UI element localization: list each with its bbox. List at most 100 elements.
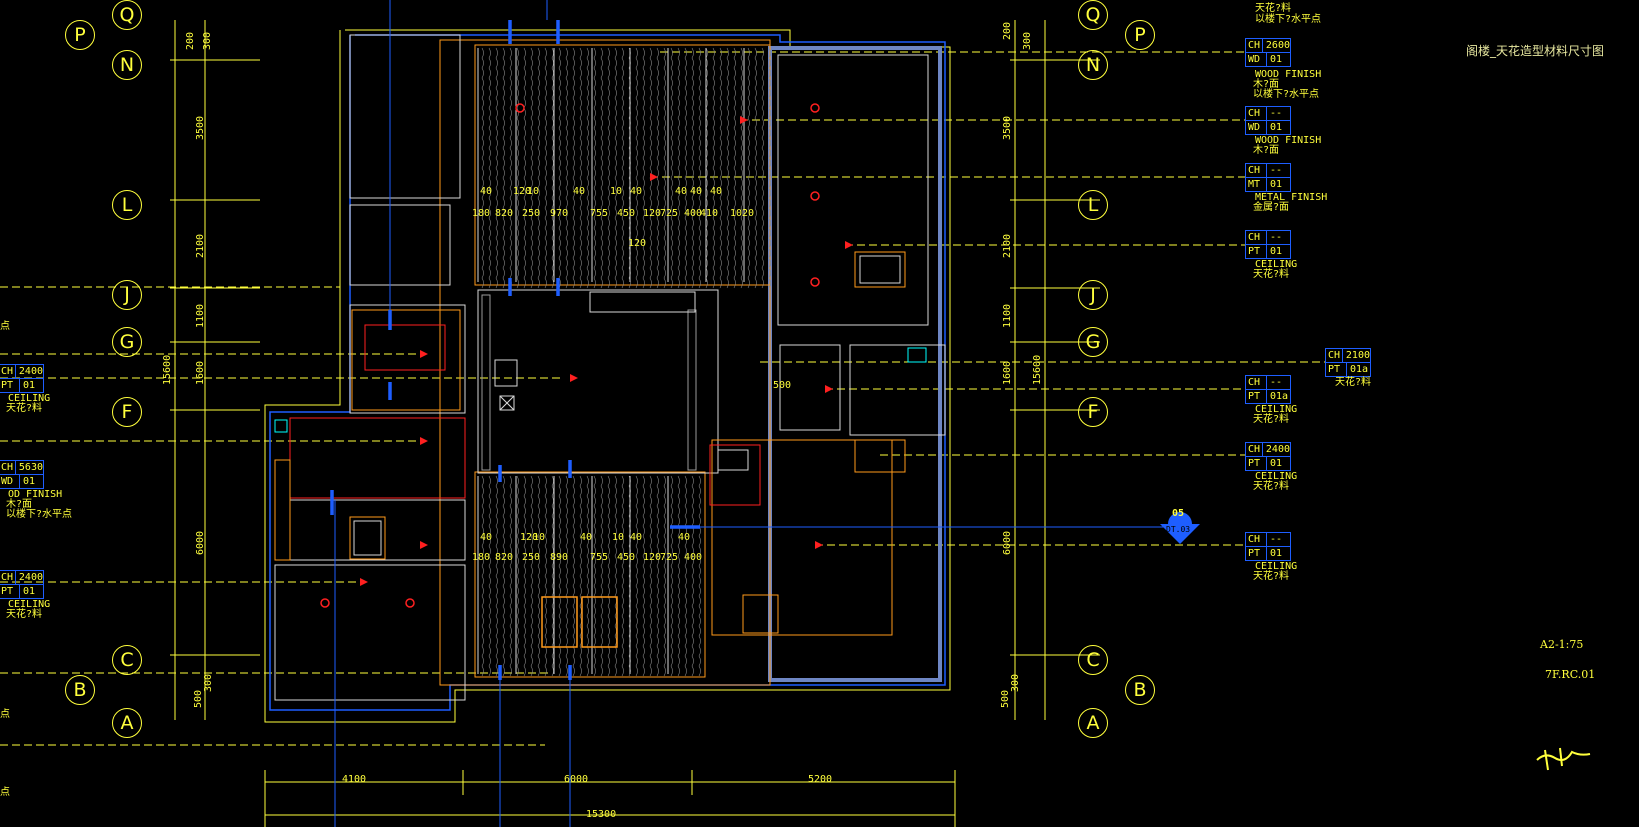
row-top-a-4: 10 [610,186,623,197]
section-markers [330,20,700,680]
grid-bubble-left-l: L [112,190,142,220]
vdim-200-left: 200 [185,31,196,50]
blue-guide-lines [334,0,1170,827]
grid-bubble-left-a: A [112,708,142,738]
tag-right-r7-below2: 天花?料 [1253,481,1290,492]
tag-left-l2-ch-key: CH [0,461,16,474]
row-top-a-8: 40 [710,186,723,197]
row-bot-b-7: 725 [660,552,679,563]
vdim-3500-right: 3500 [1002,115,1013,140]
grid-bubble-left-g: G [112,327,142,357]
tag-left-l3-below2: 天花?料 [6,609,43,620]
tag-left-l1-num: 01 [23,380,36,391]
grid-bubble-left-j: J [112,280,142,310]
tag-right-r3-below2: 金属?面 [1253,202,1290,213]
sheet-scale: A2-1:75 [1540,638,1584,651]
tag-right-r3-num: 01 [1270,179,1283,190]
row-bot-b-8: 400 [684,552,703,563]
tag-right-r1-top3: 以楼下?水平点 [1255,14,1322,25]
wood-grain-bottom [477,475,701,677]
grid-bubble-right-q: Q [1078,0,1108,30]
tag-right-r8-ch-value: -- [1270,534,1283,545]
tag-right-r8-below2: 天花?料 [1253,571,1290,582]
signature-mark-icon [1536,747,1591,771]
grid-bubble-right-g: G [1078,327,1108,357]
section-number: 05 [1172,508,1185,519]
left-rooms [274,34,466,701]
tag-right-r1-below: WOOD FINISH [1255,69,1322,80]
dimension-lines [170,20,1100,827]
tag-right-r1-code: WD [1246,53,1267,66]
row-top-b-0: 180 [472,208,491,219]
vdim-2100-left: 2100 [195,233,206,258]
drawing-number: 7F.RC.01 [1545,668,1596,681]
wood-grain-top [477,47,771,289]
tag-right-r2-below2: 木?面 [1253,145,1280,156]
leader-arrows [360,116,853,586]
tag-right-r2-row-ch: CH-- [1246,107,1290,121]
row-top-b-1: 820 [495,208,514,219]
vdim-200-right: 200 [1002,21,1013,40]
tag-right-r1-ch-key: CH [1246,39,1263,52]
tag-right-r5-below: 天花?料 [1335,377,1372,388]
tag-right-r1-top: CEILING [1255,0,1297,3]
grid-bubble-right-c: C [1078,645,1108,675]
section-callout [1160,512,1200,544]
row-top-b-6: 120 [643,208,662,219]
vdim-500-left: 500 [193,689,204,708]
hdim-6000: 6000 [564,774,589,785]
tag-right-r7-code: PT [1246,457,1267,470]
vdim-6000-right: 6000 [1002,530,1013,555]
outer-walls [264,29,951,723]
row-bot-a-2: 10 [533,532,546,543]
tag-right-r2-num: 01 [1270,122,1283,133]
tag-right-r8-num: 01 [1270,548,1283,559]
row-top-b-7: 725 [660,208,679,219]
tag-right-r1-ch-value: 2600 [1265,40,1290,51]
vdim-1600-right: 1600 [1002,360,1013,385]
mid-dim-120: 120 [628,238,647,249]
vdim-300-left: 300 [202,31,213,50]
grid-bubble-left-q: Q [112,0,142,30]
tag-right-r8-code: PT [1246,547,1267,560]
tag-right-r6-num: 01a [1270,391,1289,402]
grid-bubble-right-f: F [1078,397,1108,427]
tag-left-l3-num: 01 [23,586,36,597]
vdim-1600-left: 1600 [195,360,206,385]
tag-left-l2-num: 01 [23,476,36,487]
vdim-1100-left: 1100 [195,303,206,328]
grid-bubble-right-l: L [1078,190,1108,220]
tag-right-r2-ch-value: -- [1270,108,1283,119]
grid-bubble-left-p: P [65,20,95,50]
tag-left-l3-ch-value: 2400 [18,572,43,583]
row-bot-b-5: 450 [617,552,636,563]
grid-bubble-left-b: B [65,675,95,705]
tag-right-r5-num: 01a [1350,364,1369,375]
vdim-total-right: 15600 [1032,354,1043,385]
grid-bubble-right-p: P [1125,20,1155,50]
tag-right-r1-top2: 天花?料 [1255,3,1292,14]
vdim-500-right: 500 [1000,689,1011,708]
tag-right-r5-ch-value: 2100 [1345,350,1370,361]
tag-left-l1-ch-value: 2400 [18,366,43,377]
row-top-a-7: 40 [690,186,703,197]
tag-right-r7-ch-key: CH [1246,443,1263,456]
grid-bubble-right-j: J [1078,280,1108,310]
tag-right-r8-ch-key: CH [1246,533,1267,546]
row-top-b-5: 450 [617,208,636,219]
tag-left-l0-above: 点 [0,321,10,332]
tag-right-r2-below: WOOD FINISH [1255,135,1322,146]
tag-right-r5-code: PT [1326,363,1347,376]
